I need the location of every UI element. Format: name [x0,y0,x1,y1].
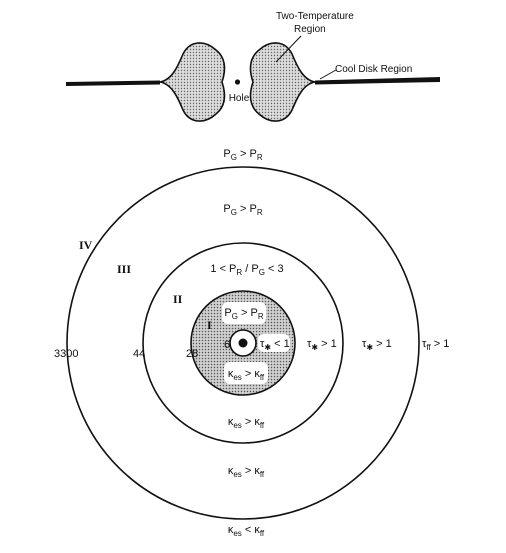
radius-6-label: 6 [224,339,230,351]
two-temperature-lobe-left [159,42,226,122]
region-i-label: I [207,318,212,332]
region-i-pressure-label: PG > PR [224,307,263,321]
region-iii-optical-depth-label: τ✱ > 1 [362,338,392,352]
outside-pressure-label: PG > PR [223,148,262,162]
region-ii-optical-depth-label: τ✱ > 1 [307,338,337,352]
black-hole-dot [234,79,241,85]
cool-disk-label: Cool Disk Region [335,64,412,75]
region-iii-label: III [117,262,131,276]
cool-disk-left [66,80,160,86]
two-temperature-label-line1: Two-Temperature [276,11,354,22]
patch-pg-pr [222,302,266,324]
region-iii-pressure-label: PG > PR [223,203,262,217]
region-ii-opacity-label: κes > κff [228,416,265,430]
region-iv-label: IV [79,238,93,252]
hole-label: Hole [229,93,250,104]
region-i-opacity-label: κes > κff [228,368,265,382]
patch-kappa [224,362,268,384]
two-temperature-lobe-right [249,42,316,122]
radius-28-label: 28 [186,348,198,360]
ring-44 [142,242,344,444]
region-iii-opacity-label: κes > κff [228,465,265,479]
disk-cross-section: Hole Two-Temperature Region Cool Disk Re… [66,11,440,122]
two-temperature-pointer [275,35,302,63]
cool-disk-pointer [319,69,337,80]
radius-3300-label: 3300 [54,348,78,360]
patch-tau [258,334,290,352]
ring-3300 [66,166,420,520]
region-iv-optical-depth-label: τff > 1 [422,338,449,352]
region-i-optical-depth-label: τ✱ < 1 [260,338,290,352]
two-temperature-label-line2: Region [294,24,326,35]
radial-zone-diagram: 3300 44 28 6 IV III II I PG > PR PG > PR… [54,148,449,538]
region-ii-label: II [173,292,183,306]
region-ii-pressure-ratio-label: 1 < PR / PG < 3 [210,263,283,277]
radius-44-label: 44 [133,348,145,360]
central-hole-dot [238,338,248,348]
cool-disk-right [315,77,440,85]
outside-opacity-label: κes < κff [228,524,265,538]
